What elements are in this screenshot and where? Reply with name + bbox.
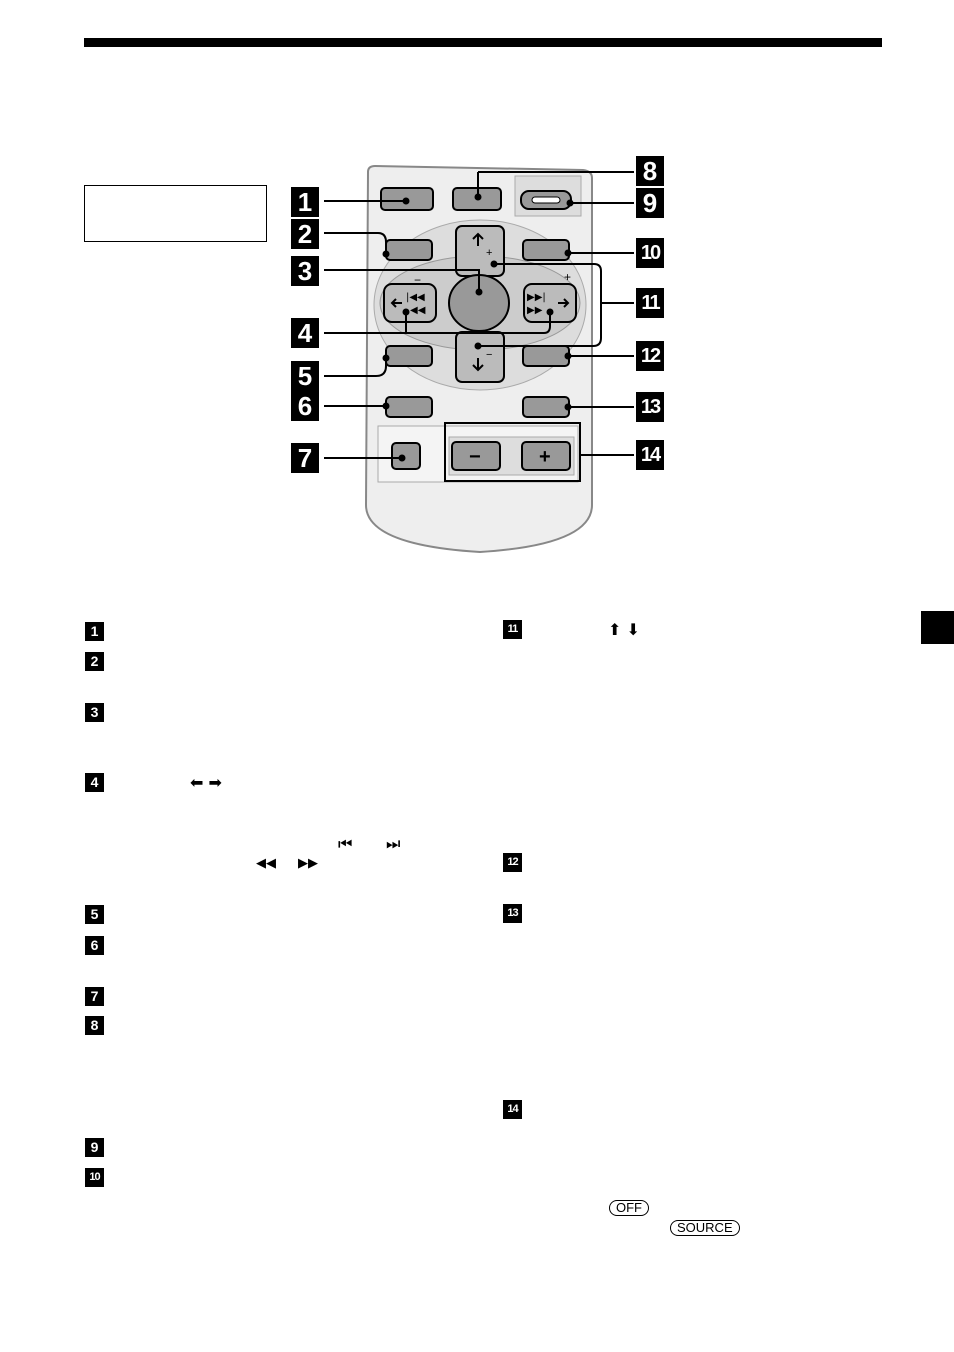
left-right-arrows-icon: ⬅ ➡	[190, 773, 222, 792]
remote-diagram: + − − + |◀◀ ◀◀ ▶▶| ▶▶ − +	[324, 164, 634, 554]
volume-panel	[444, 422, 581, 482]
callout-2: 2	[291, 219, 319, 249]
list-marker-14: 14	[503, 1100, 522, 1119]
remote-key-10	[522, 239, 570, 261]
callout-4: 4	[291, 318, 319, 348]
source-button-label: SOURCE	[670, 1220, 740, 1236]
callout-10: 10	[636, 238, 664, 268]
skip-next-icon: ⏭	[386, 834, 401, 853]
svg-text:▶▶: ▶▶	[527, 305, 543, 316]
list-marker-9: 9	[85, 1138, 104, 1157]
remote-key-6	[385, 396, 433, 418]
svg-text:−: −	[486, 349, 492, 361]
callout-6: 6	[291, 391, 319, 421]
list-marker-10: 10	[85, 1168, 104, 1187]
remote-key-left	[383, 283, 437, 323]
remote-key-2	[385, 239, 433, 261]
callout-3: 3	[291, 256, 319, 286]
svg-text:−: −	[414, 273, 421, 287]
list-marker-11: 11	[503, 620, 522, 639]
remote-key-down	[455, 331, 505, 383]
list-marker-5: 5	[85, 905, 104, 924]
remote-key-13	[522, 396, 570, 418]
svg-text:▶▶|: ▶▶|	[527, 292, 546, 303]
remote-key-7	[391, 442, 421, 470]
list-marker-6: 6	[85, 936, 104, 955]
remote-key-vol-minus	[451, 441, 501, 471]
label-box	[84, 185, 267, 242]
list-marker-13: 13	[503, 904, 522, 923]
list-marker-4: 4	[85, 773, 104, 792]
section-tab	[921, 611, 954, 644]
callout-7: 7	[291, 443, 319, 473]
svg-text:+: +	[539, 446, 551, 468]
fast-forward-icon: ▶▶	[298, 856, 318, 871]
remote-key-up	[455, 225, 505, 277]
list-marker-12: 12	[503, 853, 522, 872]
remote-key-5	[385, 345, 433, 367]
skip-prev-icon: ⏮	[338, 834, 353, 853]
up-down-arrows-icon: ⬆ ⬇	[608, 620, 640, 639]
list-marker-2: 2	[85, 652, 104, 671]
list-marker-3: 3	[85, 703, 104, 722]
callout-9: 9	[636, 188, 664, 218]
svg-text:−: −	[469, 446, 481, 468]
svg-text:|◀◀: |◀◀	[406, 292, 425, 303]
remote-key-12	[522, 345, 570, 367]
callout-8: 8	[636, 156, 664, 186]
callout-14: 14	[636, 440, 664, 470]
callout-5: 5	[291, 361, 319, 391]
rewind-icon: ◀◀	[256, 856, 276, 871]
list-marker-1: 1	[85, 622, 104, 641]
callout-13: 13	[636, 392, 664, 422]
remote-key-vol-plus	[521, 441, 571, 471]
callout-12: 12	[636, 341, 664, 371]
list-marker-7: 7	[85, 987, 104, 1006]
svg-text:+: +	[486, 247, 492, 259]
svg-text:◀◀: ◀◀	[410, 305, 426, 316]
list-marker-8: 8	[85, 1016, 104, 1035]
svg-text:+: +	[564, 270, 571, 284]
callout-1: 1	[291, 187, 319, 217]
off-button-label: OFF	[609, 1200, 649, 1216]
callout-11: 11	[636, 288, 664, 318]
top-rule	[84, 38, 882, 47]
